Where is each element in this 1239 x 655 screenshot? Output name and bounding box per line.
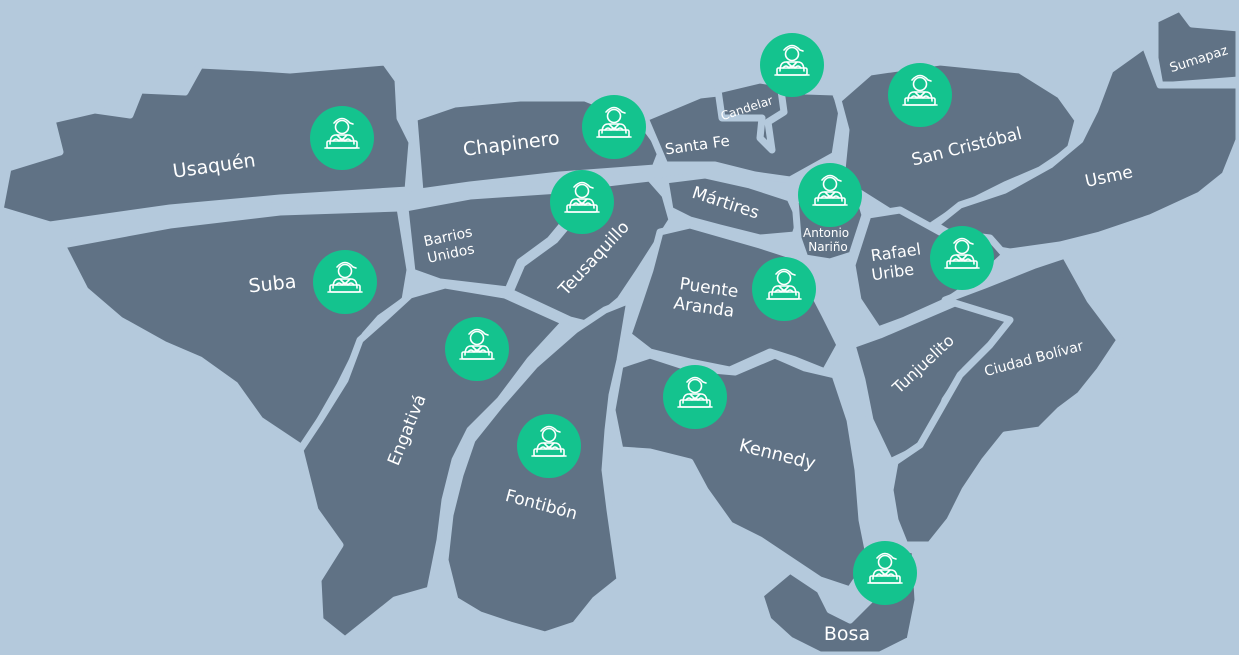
district-usaquen[interactable] <box>0 58 416 229</box>
districts <box>0 4 1239 655</box>
marker-suba[interactable] <box>313 250 377 314</box>
marker-antonio-narino[interactable] <box>798 163 862 227</box>
district-ciudad-bolivar[interactable] <box>886 251 1124 549</box>
marker-kennedy[interactable] <box>663 365 727 429</box>
marker-bosa[interactable] <box>853 541 917 605</box>
vendor-markers <box>310 33 994 605</box>
district-sumapaz[interactable] <box>1151 4 1239 90</box>
marker-chapinero[interactable] <box>582 95 646 159</box>
marker-teusaquillo[interactable] <box>550 170 614 234</box>
district-engativa[interactable] <box>296 281 569 644</box>
district-usme[interactable] <box>931 41 1239 256</box>
marker-san-cristobal[interactable] <box>888 63 952 127</box>
label-antonio-narino[interactable]: Antonio Nariño <box>803 226 853 254</box>
marker-engativa[interactable] <box>445 317 509 381</box>
label-puente-aranda[interactable]: Puente Aranda <box>672 274 745 323</box>
marker-candelaria[interactable] <box>760 33 824 97</box>
marker-puente-aranda[interactable] <box>752 257 816 321</box>
district-kennedy[interactable] <box>608 351 874 594</box>
marker-usaquen[interactable] <box>310 106 374 170</box>
label-bosa[interactable]: Bosa <box>824 623 870 645</box>
marker-rafael-uribe[interactable] <box>930 226 994 290</box>
marker-fontibon[interactable] <box>517 414 581 478</box>
label-suba[interactable]: Suba <box>247 271 297 298</box>
